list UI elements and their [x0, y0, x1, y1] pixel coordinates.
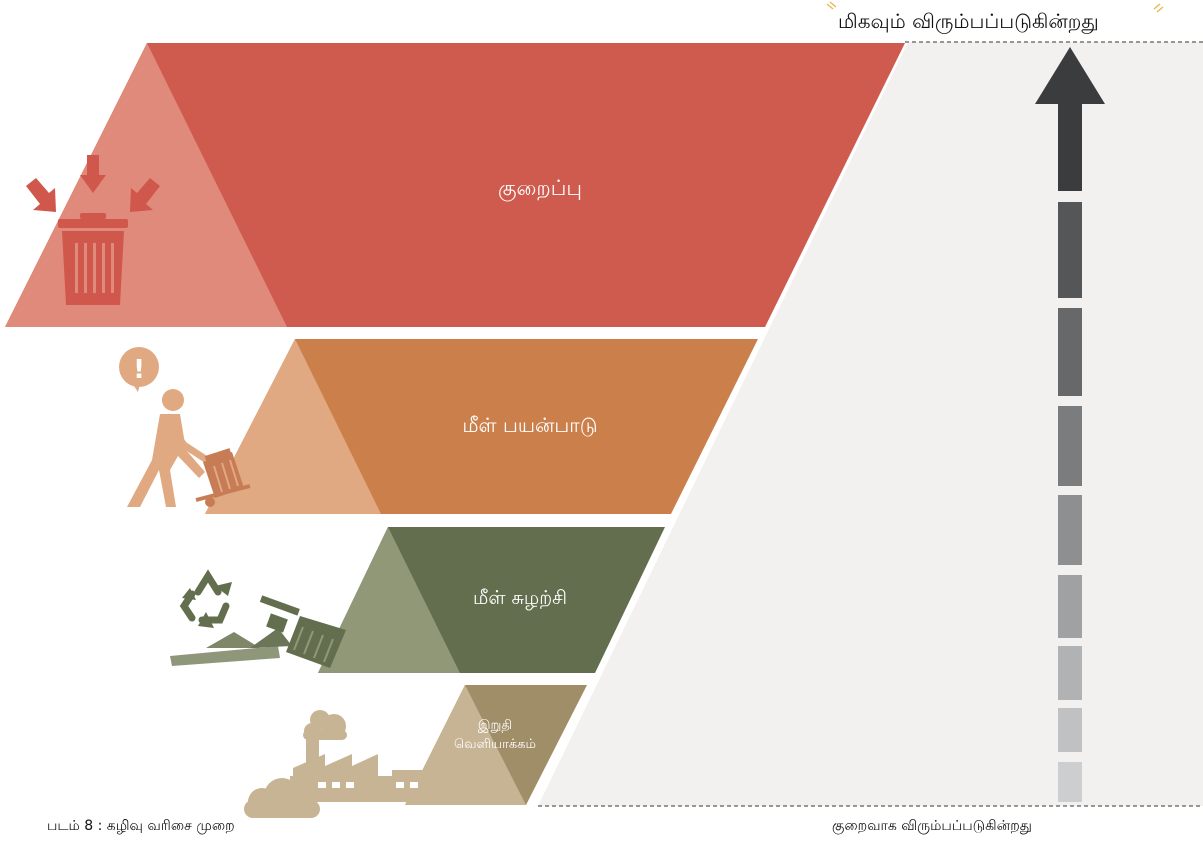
- preference-arrow: [1035, 47, 1105, 802]
- tier-reuse-label: மீள் பயன்பாடு: [462, 413, 598, 437]
- tier-disposal-label-line2: வெளியாக்கம்: [454, 737, 536, 752]
- background-panel: [538, 42, 1203, 806]
- least-preferred-label: குறைவாக விரும்பப்படுகின்றது: [832, 818, 1032, 834]
- tier-disposal: [405, 685, 587, 805]
- factory-icon: [244, 710, 426, 818]
- tier-reuse: [205, 339, 758, 514]
- person-trolley-icon: !: [119, 347, 251, 507]
- tier-recycle: [318, 527, 665, 673]
- tier-reduce-label: குறைப்பு: [498, 176, 582, 200]
- svg-text:!: !: [133, 355, 145, 385]
- tier-disposal-label-line1: இறுதி: [477, 718, 513, 733]
- most-preferred-label: மிகவும் விரும்பப்படுகின்றது: [838, 9, 1099, 33]
- tier-recycle-label: மீள் சுழற்சி: [472, 587, 568, 609]
- figure-caption: படம் 8 : கழிவு வரிசை முறை: [47, 818, 235, 834]
- recycle-icon: [170, 569, 346, 668]
- arrow-head: [1035, 47, 1105, 104]
- trash-bin-icon: [26, 155, 160, 305]
- sparkle-marks: [826, 1, 1164, 13]
